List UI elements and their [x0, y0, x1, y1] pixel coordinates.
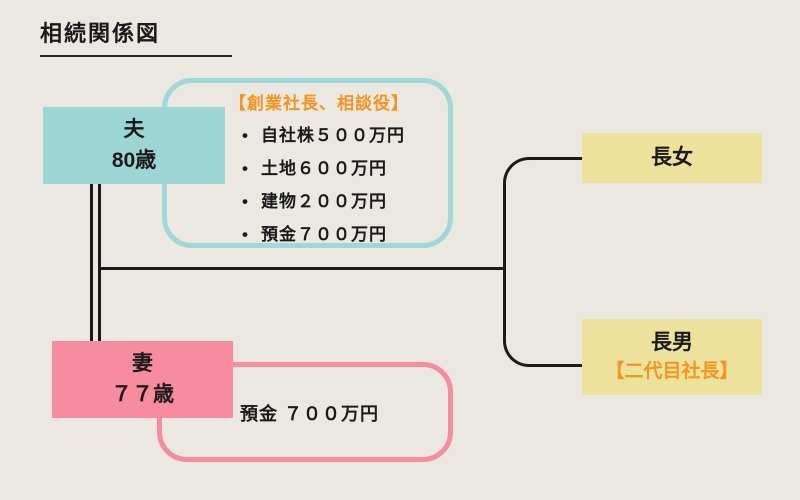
son-name: 長男	[651, 331, 693, 354]
asset-item-stock: 自社株５００万円	[242, 119, 448, 152]
son-title: 【二代目社長】	[605, 361, 739, 383]
wife-name: 妻	[132, 352, 153, 376]
son-box: 長男 【二代目社長】	[582, 319, 762, 395]
couple-to-children-line	[99, 267, 504, 270]
wife-age: ７７歳	[111, 382, 174, 406]
wife-box: 妻 ７７歳	[52, 341, 233, 418]
wife-asset-text: 預金 ７００万円	[240, 404, 380, 424]
daughter-box: 長女	[582, 133, 762, 183]
husband-assets-content: 【創業社長、相談役】 自社株５００万円 土地６００万円 建物２００万円 預金７０…	[167, 83, 448, 251]
asset-item-building: 建物２００万円	[242, 185, 448, 218]
children-branch-line	[503, 157, 582, 367]
page-title-text: 相続関係図	[40, 21, 161, 46]
husband-assets-heading: 【創業社長、相談役】	[229, 94, 409, 113]
husband-box: 夫 80歳	[43, 107, 225, 184]
daughter-name: 長女	[651, 145, 693, 169]
page-title: 相続関係図	[40, 16, 232, 57]
husband-assets-list: 自社株５００万円 土地６００万円 建物２００万円 預金７００万円	[229, 119, 448, 251]
husband-age: 80歳	[111, 148, 157, 172]
marriage-double-line	[90, 184, 101, 341]
asset-item-deposit: 預金７００万円	[242, 218, 448, 251]
husband-name: 夫	[123, 118, 145, 142]
asset-item-land: 土地６００万円	[242, 152, 448, 185]
